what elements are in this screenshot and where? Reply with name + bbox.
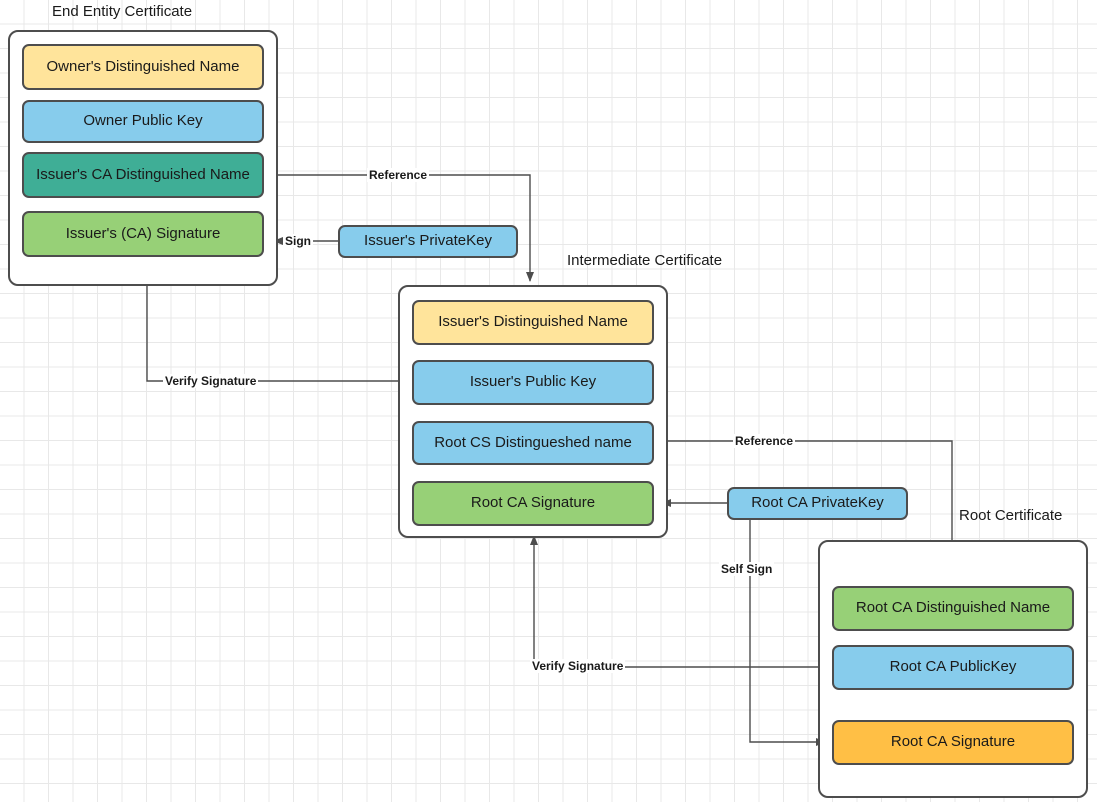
- edge-label-reference-1: Reference: [367, 168, 430, 182]
- end-entity-issuer-ca-distinguished-name[interactable]: Issuer's CA Distinguished Name: [22, 152, 264, 198]
- group-title-end-entity: End Entity Certificate: [52, 3, 193, 20]
- end-entity-owner-distinguished-name[interactable]: Owner's Distinguished Name: [22, 44, 264, 90]
- edge-self-sign: [749, 520, 826, 746]
- edge-verify-signature-2: [530, 535, 832, 668]
- end-entity-owner-public-key[interactable]: Owner Public Key: [22, 100, 264, 143]
- intermediate-issuers-public-key[interactable]: Issuer's Public Key: [412, 360, 654, 405]
- edge-label-verify-signature-1: Verify Signature: [163, 374, 259, 388]
- intermediate-issuers-distinguished-name[interactable]: Issuer's Distinguished Name: [412, 300, 654, 345]
- group-title-intermediate: Intermediate Certificate: [567, 252, 723, 269]
- root-ca-signature[interactable]: Root CA Signature: [832, 720, 1074, 765]
- root-ca-publickey[interactable]: Root CA PublicKey: [832, 645, 1074, 690]
- edge-label-sign: Sign: [283, 234, 313, 248]
- edge-label-self-sign: Self Sign: [719, 562, 775, 576]
- root-ca-privatekey-node[interactable]: Root CA PrivateKey: [727, 487, 908, 520]
- end-entity-issuer-ca-signature[interactable]: Issuer's (CA) Signature: [22, 211, 264, 257]
- group-title-root: Root Certificate: [959, 507, 1063, 524]
- edge-label-verify-signature-2: Verify Signature: [530, 659, 626, 673]
- edge-label-reference-2: Reference: [733, 434, 796, 448]
- root-ca-distinguished-name[interactable]: Root CA Distinguished Name: [832, 586, 1074, 631]
- issuers-privatekey-node[interactable]: Issuer's PrivateKey: [338, 225, 518, 258]
- intermediate-root-ca-signature[interactable]: Root CA Signature: [412, 481, 654, 526]
- intermediate-root-cs-distingueshed-name[interactable]: Root CS Distingueshed name: [412, 421, 654, 465]
